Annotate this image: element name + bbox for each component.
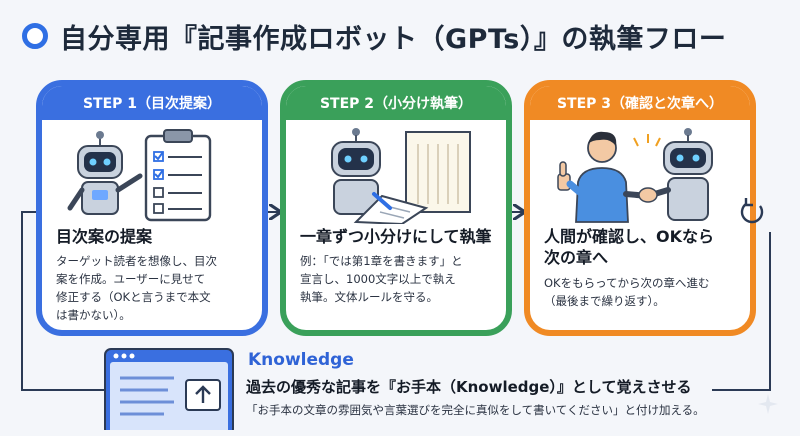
- step-2-line: 執筆。文体ルールを守る。: [300, 290, 438, 304]
- step-3-line: （最後まで繰り返す）。: [544, 294, 665, 308]
- step-1-line: は書かない）。: [56, 308, 131, 322]
- step-1-line: 修正する（OKと言うまで本文: [56, 290, 211, 304]
- step-3-description: OKをもらってから次の章へ進む （最後まで繰り返す）。: [544, 274, 740, 310]
- title-row: 自分専用『記事作成ロボット（GPTs）』の執筆フロー: [22, 14, 726, 58]
- robot-writing-manuscript-icon: [331, 128, 471, 224]
- step-3-heading-line: 次の章へ: [544, 248, 609, 267]
- step-2-description: 例：「では第1章を書きます」と 宣言し、1000文字以上で執え 執筆。文体ルール…: [300, 252, 496, 306]
- page-title: 自分専用『記事作成ロボット（GPTs）』の執筆フロー: [60, 23, 727, 55]
- step-3-card: STEP 3（確認と次章へ） 人間が確認し、OKなら 次の章へ OKをもらってか…: [524, 80, 756, 336]
- step-1-label: STEP 1（目次提案）: [42, 86, 262, 120]
- title-circle-icon: [22, 23, 48, 49]
- knowledge-line-left: [21, 211, 104, 391]
- step-1-heading: 目次案の提案: [56, 227, 153, 246]
- step-2-heading: 一章ずつ小分けにして執筆: [300, 227, 492, 246]
- knowledge-line-right: [712, 232, 771, 391]
- knowledge-note: 「お手本の文章の雰囲気や言葉選びを完全に真似をして書いてください」と付け加える。: [246, 403, 705, 417]
- sparkle-icon: [758, 394, 778, 414]
- knowledge-label: Knowledge: [248, 350, 354, 370]
- human-robot-handshake-icon: [557, 128, 713, 223]
- robot-with-checklist-icon: [67, 129, 212, 222]
- step-2-line: 例：「では第1章を書きます」と: [300, 254, 463, 268]
- upload-window-icon: [104, 348, 234, 430]
- step-1-card: STEP 1（目次提案） 目次案の提案 ターゲット読者を想像し、目次 案を作成。…: [36, 80, 268, 336]
- step-3-label: STEP 3（確認と次章へ）: [530, 86, 750, 120]
- step-3-heading: 人間が確認し、OKなら 次の章へ: [544, 226, 740, 268]
- step-3-heading-line: 人間が確認し、OKなら: [544, 227, 715, 246]
- step-1-line: ターゲット読者を想像し、目次: [56, 254, 217, 268]
- step-1-description: ターゲット読者を想像し、目次 案を作成。ユーザーに見せて 修正する（OKと言うま…: [56, 252, 252, 324]
- step-2-label: STEP 2（小分け執筆）: [286, 86, 506, 120]
- step-2-card: STEP 2（小分け執筆） 一章ずつ小分けにして執筆 例：「では第1章を書きます…: [280, 80, 512, 336]
- step-2-line: 宣言し、1000文字以上で執え: [300, 272, 456, 286]
- step-3-line: OKをもらってから次の章へ進む: [544, 276, 710, 290]
- knowledge-title: 過去の優秀な記事を『お手本（Knowledge）』として覚えさせる: [246, 378, 692, 396]
- repeat-icon: [740, 198, 764, 224]
- step-1-line: 案を作成。ユーザーに見せて: [56, 272, 206, 286]
